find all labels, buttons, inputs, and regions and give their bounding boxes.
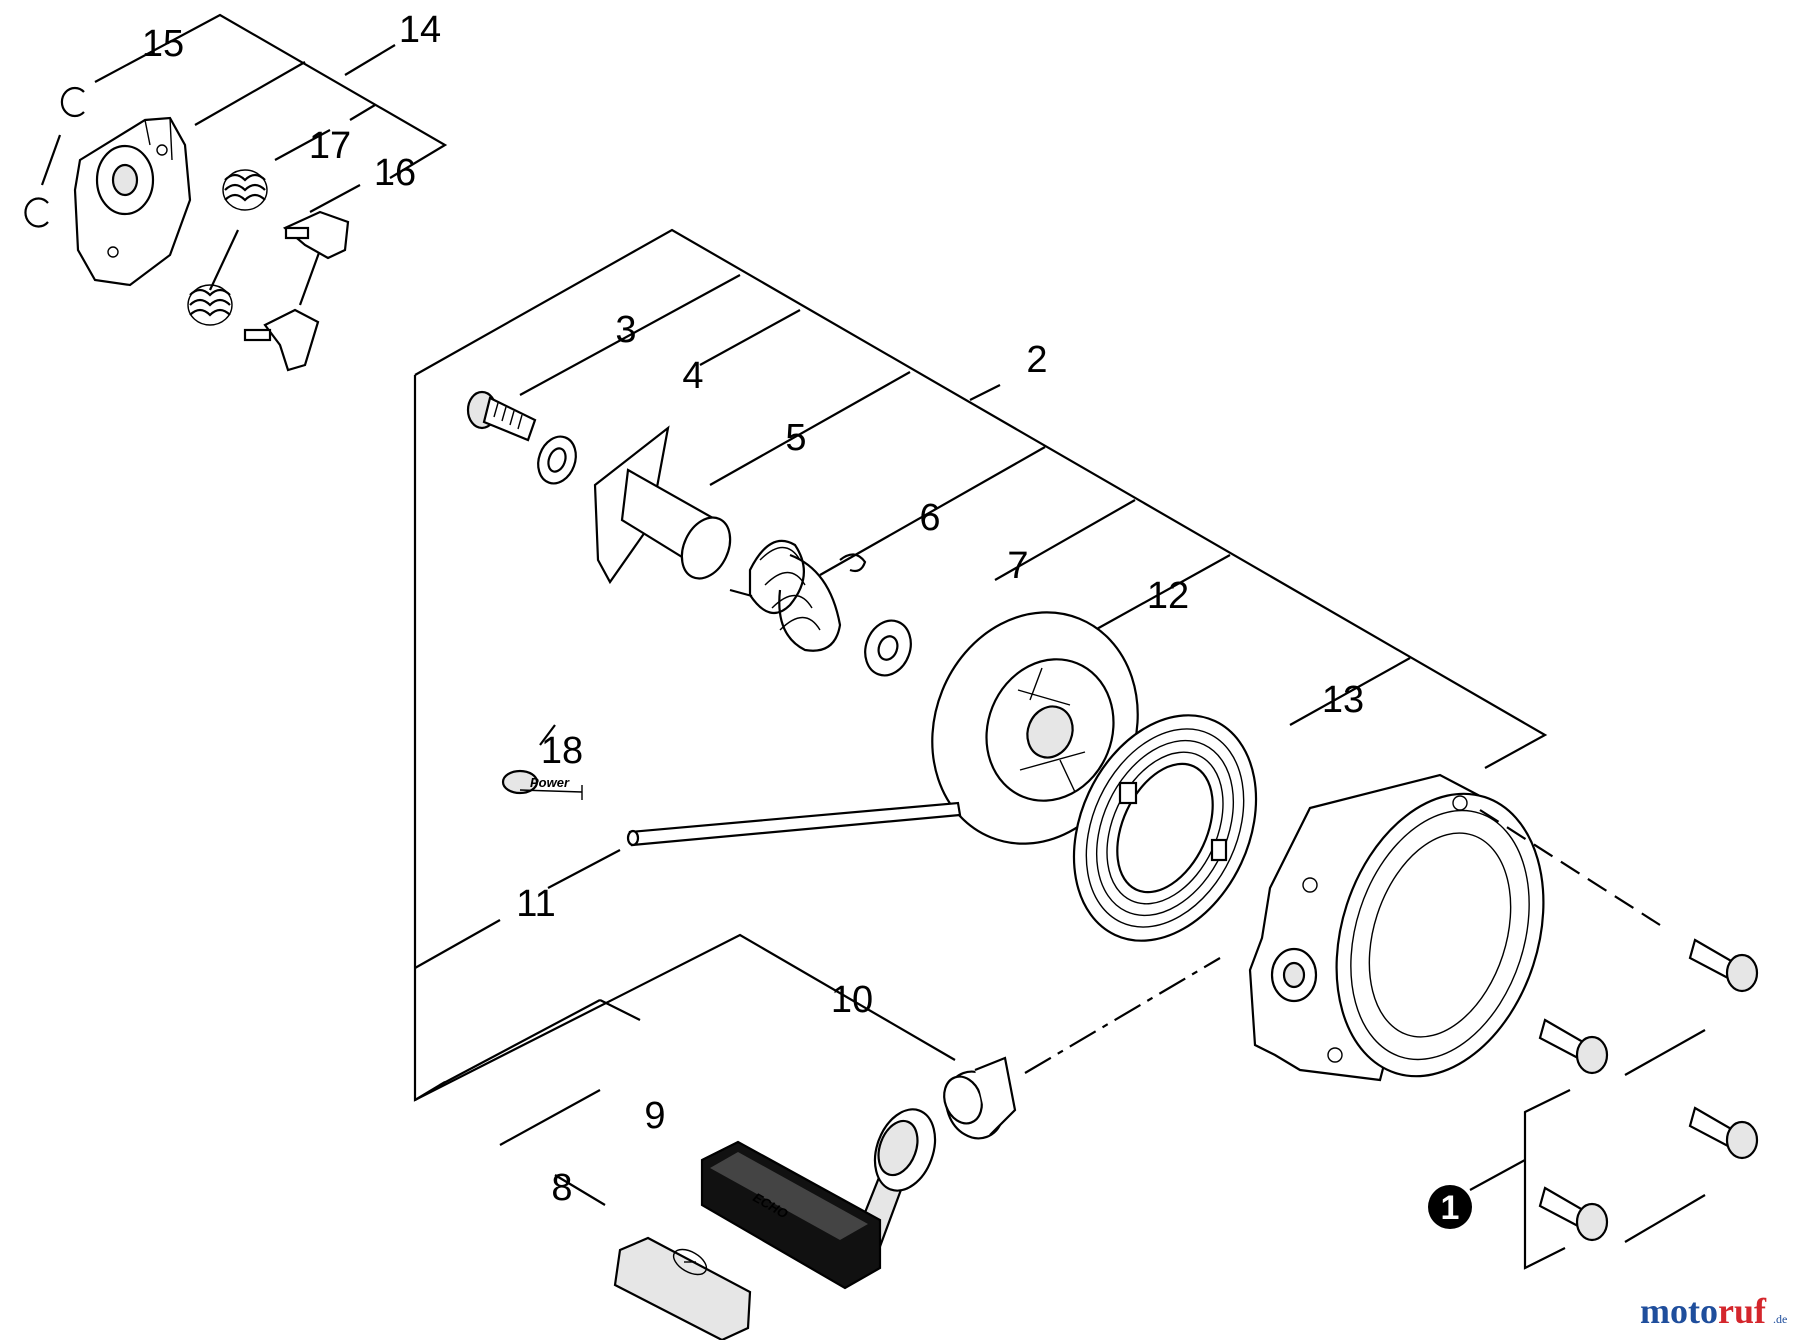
watermark-suffix: .de	[1773, 1312, 1787, 1326]
spring-6	[729, 539, 867, 652]
starter-housing	[1248, 773, 1545, 1082]
bolt	[1538, 1186, 1609, 1242]
guide-line-rope	[1024, 957, 1221, 1074]
label-4: 4	[682, 355, 703, 397]
label-3: 3	[615, 309, 636, 351]
bushing-10	[943, 1056, 1017, 1140]
callout-1-circle	[1428, 1185, 1472, 1229]
label-17: 17	[309, 125, 351, 167]
rope-11	[626, 801, 962, 847]
label-10: 10	[831, 979, 873, 1021]
pawl-lower	[243, 308, 320, 372]
label-6: 6	[919, 497, 940, 539]
handle-9: ECHO	[700, 1108, 937, 1290]
bolt	[1688, 938, 1759, 993]
recoil-spring-13	[1072, 714, 1258, 942]
reel-12	[931, 611, 1139, 845]
pawl-spring-lower	[187, 284, 233, 326]
grip-insert-8	[613, 1236, 752, 1340]
label-12: 12	[1147, 575, 1189, 617]
pawl-upper	[282, 210, 350, 260]
bolt	[1688, 1106, 1759, 1160]
label-11: 11	[516, 883, 555, 925]
bolts-group	[1469, 938, 1759, 1270]
clutch-plate	[73, 116, 192, 287]
washer-7	[864, 619, 912, 677]
label-16: 16	[374, 152, 416, 194]
washer-4	[537, 435, 577, 485]
watermark-logo: motoruf .de	[1640, 1291, 1787, 1331]
bolt	[1538, 1018, 1609, 1075]
part-labels: 1 2 3 4 5 6 7 8 9 10 11 12 13 14 15 16 1…	[142, 9, 1472, 1229]
screw-3	[466, 390, 537, 442]
watermark-text-a: moto	[1640, 1291, 1718, 1331]
label-8: 8	[551, 1167, 572, 1209]
decal-18: Power	[501, 769, 583, 800]
label-9: 9	[644, 1095, 665, 1137]
label-1: 1	[1441, 1189, 1460, 1227]
svg-text:motoruf: motoruf	[1640, 1291, 1767, 1331]
top-left-assembly	[24, 13, 448, 372]
shaft-collar-5	[593, 425, 732, 585]
decal-text: Power	[530, 775, 570, 790]
label-13: 13	[1322, 679, 1364, 721]
pawl-spring-upper	[222, 169, 268, 211]
label-2: 2	[1026, 339, 1047, 381]
label-14: 14	[399, 9, 441, 51]
main-bracket	[413, 228, 1548, 1206]
e-clip-lower	[24, 197, 49, 228]
e-clip-upper	[60, 86, 85, 118]
watermark-text-b: ruf	[1718, 1291, 1767, 1331]
label-15: 15	[142, 23, 184, 65]
label-7: 7	[1007, 545, 1028, 587]
label-18: 18	[541, 730, 583, 772]
label-5: 5	[785, 417, 806, 459]
guide-line-bolt	[1479, 809, 1661, 926]
